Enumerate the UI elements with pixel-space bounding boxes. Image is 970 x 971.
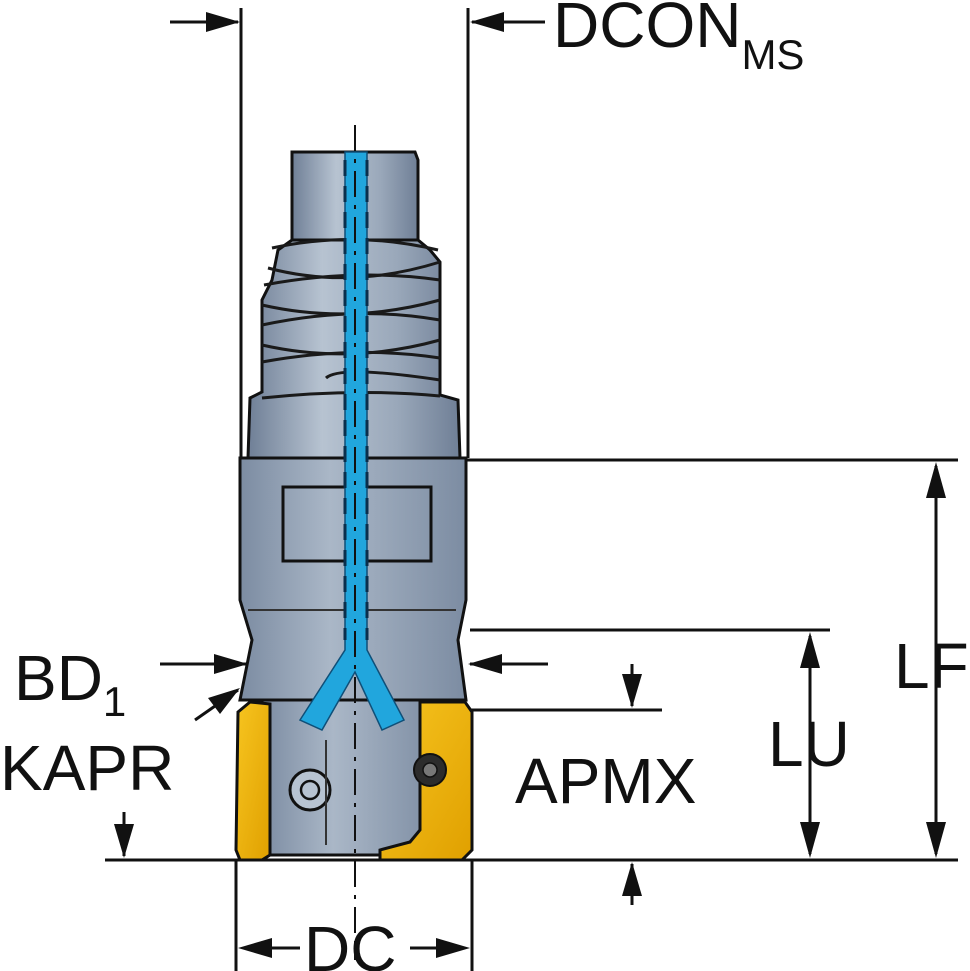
label-dcon: DCONMS [553,0,804,78]
label-apmx: APMX [515,745,696,817]
label-dc: DC [304,913,396,971]
screw-left [288,768,332,812]
arrow-heads [114,12,946,958]
label-bd1: BD1 [14,642,126,725]
label-kapr: KAPR [0,732,174,804]
cutting-insert-left [234,700,272,862]
dimension-lines [105,8,958,971]
label-lu: LU [768,708,850,780]
label-lf: LF [894,630,969,702]
coolant-channel [298,151,406,731]
